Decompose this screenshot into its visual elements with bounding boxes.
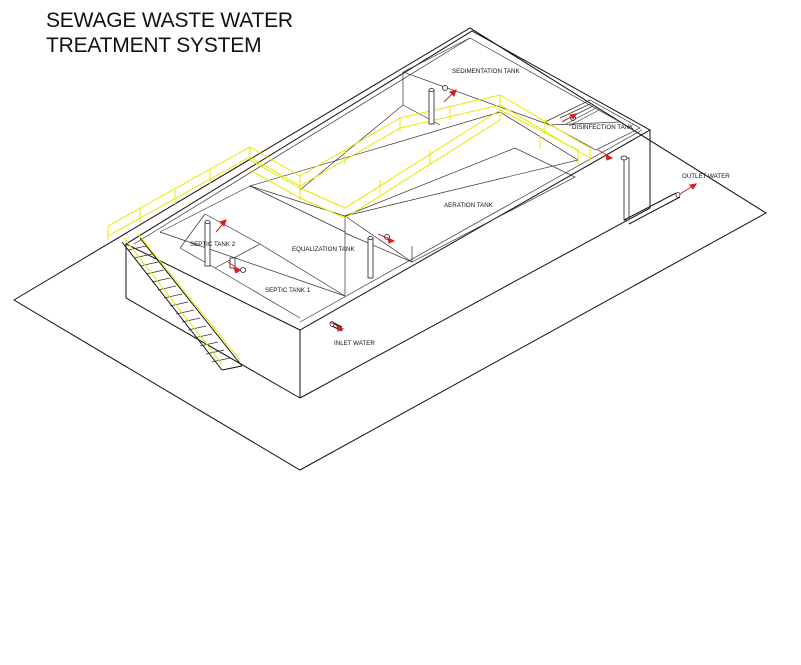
label-outlet-water: OUTLET WATER [682, 173, 730, 180]
label-septic-tank-1: SEPTIC TANK 1 [265, 287, 311, 294]
label-equalization-tank: EQUALIZATION TANK [292, 246, 355, 253]
label-septic-tank-2: SEPTIC TANK 2 [190, 241, 236, 248]
flow-arrows [215, 89, 697, 332]
title-line-2: TREATMENT SYSTEM [46, 34, 262, 57]
drawing-title: SEWAGE WASTE WATER TREATMENT SYSTEM [46, 8, 293, 58]
outlet-pipe [620, 155, 681, 225]
pipe-equalization [367, 237, 374, 279]
pipes [204, 85, 681, 332]
label-aeration-tank: AERATION TANK [444, 202, 494, 209]
handrail [107, 94, 591, 240]
staircase [121, 233, 243, 371]
tank-structure [124, 30, 652, 399]
title-line-1: SEWAGE WASTE WATER [46, 9, 293, 32]
label-inlet-water: INLET WATER [334, 340, 375, 347]
ground-slab [13, 27, 767, 471]
label-disinfection-tank: DISINFECTION TANK [572, 124, 634, 131]
label-sedimentation-tank: SEDIMENTATION TANK [452, 68, 520, 75]
pipe-sedimentation [428, 89, 435, 125]
